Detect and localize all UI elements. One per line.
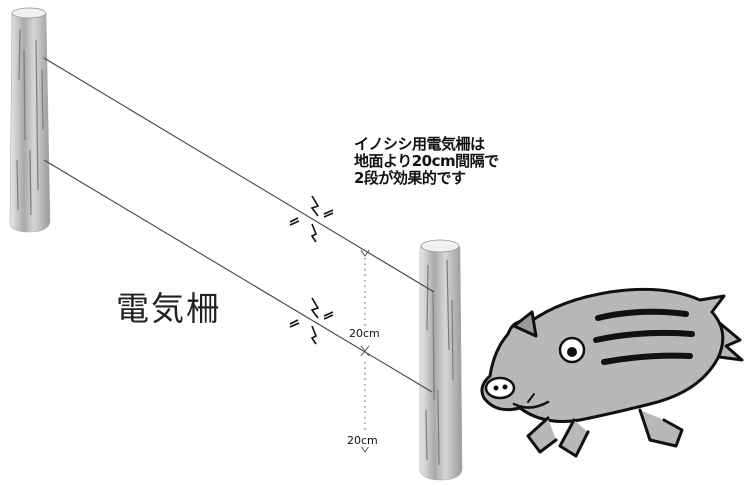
boar-illustration [480, 287, 744, 458]
dimension-line [360, 249, 370, 453]
note-line: 2段が効果的です [354, 169, 466, 187]
note-line: イノシシ用電気柵は [354, 135, 485, 153]
upper-wire [43, 57, 435, 293]
lower-wire [43, 159, 433, 393]
right-post [419, 239, 463, 481]
electric-fence-label: 電気柵 [116, 289, 221, 328]
spark-icon [289, 195, 334, 243]
left-post [9, 7, 51, 233]
spark-icon [289, 297, 334, 345]
instruction-note: イノシシ用電気柵は 地面より20cm間隔で 2段が効果的です [354, 136, 499, 187]
dimension-label-lower: 20cm [346, 434, 379, 447]
dimension-label-upper: 20cm [348, 327, 381, 340]
note-line: 地面より20cm間隔で [354, 152, 499, 170]
